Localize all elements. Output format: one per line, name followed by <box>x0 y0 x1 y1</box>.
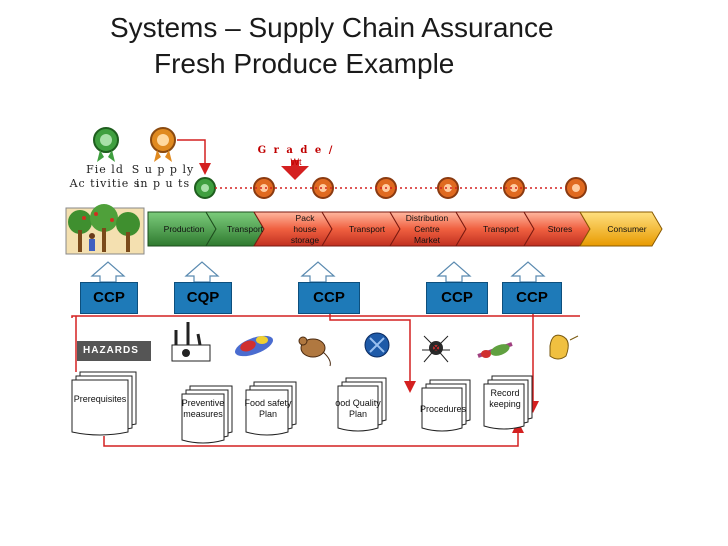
doc-preventive-label: Preventive measures <box>180 398 226 420</box>
chain-seal-5 <box>437 177 459 199</box>
doc-procedures <box>421 379 471 432</box>
doc-preventive-line1: Preventive <box>181 398 225 408</box>
step-stores: Stores <box>547 224 573 234</box>
hazards-label: HAZARDS <box>77 341 151 361</box>
rodent-icon <box>298 336 331 367</box>
grade-sub-label: Wt <box>290 157 302 167</box>
step-transport-2: Transport <box>348 224 386 234</box>
step-consumer: Consumer <box>607 224 647 234</box>
doc-record-label: Record keeping <box>484 388 526 410</box>
doc-quality-plan-line1: ood Quality <box>335 398 381 408</box>
up-arrow-1 <box>90 261 126 283</box>
chain-seal-1 <box>194 177 216 199</box>
doc-quality-plan-line2: Plan <box>348 409 367 419</box>
cleaning-bottle-icon <box>549 334 579 360</box>
supply-seal-icon <box>150 127 176 162</box>
bacteria-icon <box>364 332 390 358</box>
page-subtitle: Fresh Produce Example <box>154 48 455 79</box>
doc-record-line2: keeping <box>489 399 521 409</box>
supply-input-arrow <box>177 139 211 175</box>
doc-preventive-line2: measures <box>183 409 223 419</box>
activities-label: Ac tivitie s <box>69 177 141 190</box>
doc-food-safety-line2: Plan <box>258 409 277 419</box>
doc-prerequisites-label: Prerequisites <box>73 394 127 404</box>
doc-food-safety <box>245 381 297 436</box>
step-distribution-line3: Market <box>414 235 440 245</box>
chain-consumer <box>579 211 663 247</box>
step-transport-1: Transport <box>226 224 264 234</box>
page-title: Systems – Supply Chain Assurance <box>110 12 554 43</box>
field-seal-icon <box>93 127 119 162</box>
chain-seal-7 <box>565 177 587 199</box>
doc-preventive <box>181 385 233 444</box>
up-arrow-2 <box>184 261 220 283</box>
grade-down-arrow <box>281 160 309 180</box>
prerequisites-to-record <box>103 421 524 447</box>
doc-quality-plan-label: ood Quality Plan <box>334 398 382 420</box>
chain-seal-2 <box>253 177 275 199</box>
doc-record-line1: Record <box>490 388 520 398</box>
field-label: Fie ld <box>86 163 124 176</box>
step-distribution-line1: Distribution <box>405 213 449 223</box>
step-distribution: Distribution Centre Market <box>396 213 458 246</box>
ccp-box-2: CCP <box>298 282 360 314</box>
grade-label: G r a d e / <box>257 145 335 156</box>
doc-quality-plan <box>337 377 387 432</box>
inputs-label: in p u ts <box>135 177 191 190</box>
step-packhouse-line1: Pack <box>295 213 315 223</box>
ccp-box-3: CCP <box>426 282 488 314</box>
step-transport-3: Transport <box>482 224 520 234</box>
step-production: Production <box>163 224 205 234</box>
chain-seal-6 <box>503 177 525 199</box>
step-packhouse-line2: house <box>293 224 317 234</box>
doc-food-safety-line1: Food safety <box>244 398 292 408</box>
ccp-box-4: CCP <box>502 282 562 314</box>
step-packhouse: Pack house storage <box>276 213 334 246</box>
spider-icon <box>422 335 450 363</box>
chemicals-icon <box>171 322 211 362</box>
doc-prerequisites <box>71 371 137 436</box>
step-packhouse-line3: storage <box>290 235 320 245</box>
doc-procedures-label: Procedures <box>420 404 467 414</box>
step-distribution-line2: Centre <box>414 224 440 234</box>
syringe-icon <box>477 342 513 358</box>
bug-spray-icon <box>235 335 273 357</box>
doc-record-keeping <box>483 375 533 430</box>
up-arrow-5 <box>510 261 546 283</box>
supply-label: S u p p ly <box>131 163 195 176</box>
ccp-box-1: CCP <box>80 282 138 314</box>
up-arrow-4 <box>436 261 472 283</box>
chain-seal-3 <box>312 177 334 199</box>
up-arrow-3 <box>300 261 336 283</box>
orchard-image <box>65 204 145 255</box>
cqp-box: CQP <box>174 282 232 314</box>
doc-food-safety-label: Food safety Plan <box>244 398 292 420</box>
